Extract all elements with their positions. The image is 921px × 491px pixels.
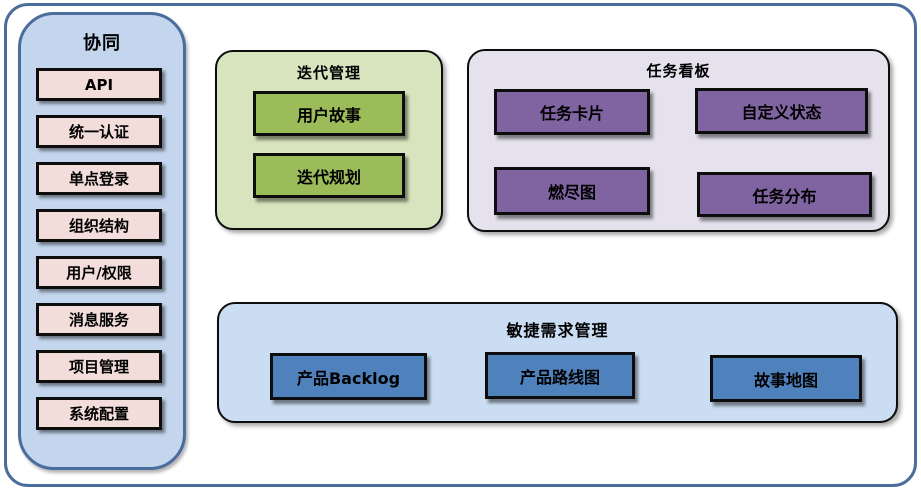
box-task-card: 任务卡片 [494, 89, 650, 135]
sidebar-collaboration: 协同 API 统一认证 单点登录 组织结构 用户/权限 消息服务 项目管理 系统… [18, 12, 186, 470]
box-user-story: 用户故事 [253, 91, 405, 136]
sidebar-item-unified-auth: 统一认证 [36, 115, 162, 148]
box-story-map: 故事地图 [710, 355, 862, 402]
sidebar-title: 协同 [83, 33, 121, 54]
group-agile-requirements: 敏捷需求管理 产品Backlog 产品路线图 故事地图 [217, 302, 898, 423]
group-iteration-management: 迭代管理 用户故事 迭代规划 [215, 50, 443, 230]
sidebar-item-list: API 统一认证 单点登录 组织结构 用户/权限 消息服务 项目管理 系统配置 [36, 68, 162, 430]
sidebar-item-message-service: 消息服务 [36, 303, 162, 336]
group-kanban-title: 任务看板 [646, 62, 711, 80]
group-task-kanban: 任务看板 任务卡片 自定义状态 燃尽图 任务分布 [467, 49, 890, 232]
sidebar-item-api: API [36, 68, 162, 101]
box-iteration-planning: 迭代规划 [253, 153, 405, 198]
sidebar-item-system-config: 系统配置 [36, 397, 162, 430]
box-product-roadmap: 产品路线图 [485, 352, 635, 399]
sidebar-item-org-structure: 组织结构 [36, 209, 162, 242]
group-iteration-title: 迭代管理 [296, 64, 361, 82]
sidebar-item-sso: 单点登录 [36, 162, 162, 195]
sidebar-item-user-permission: 用户/权限 [36, 256, 162, 289]
box-product-backlog: 产品Backlog [270, 353, 427, 400]
box-burndown-chart: 燃尽图 [494, 167, 650, 215]
box-custom-status: 自定义状态 [695, 88, 868, 134]
sidebar-item-project-mgmt: 项目管理 [36, 350, 162, 383]
group-agile-title: 敏捷需求管理 [506, 321, 609, 340]
box-task-distribution: 任务分布 [697, 172, 872, 217]
